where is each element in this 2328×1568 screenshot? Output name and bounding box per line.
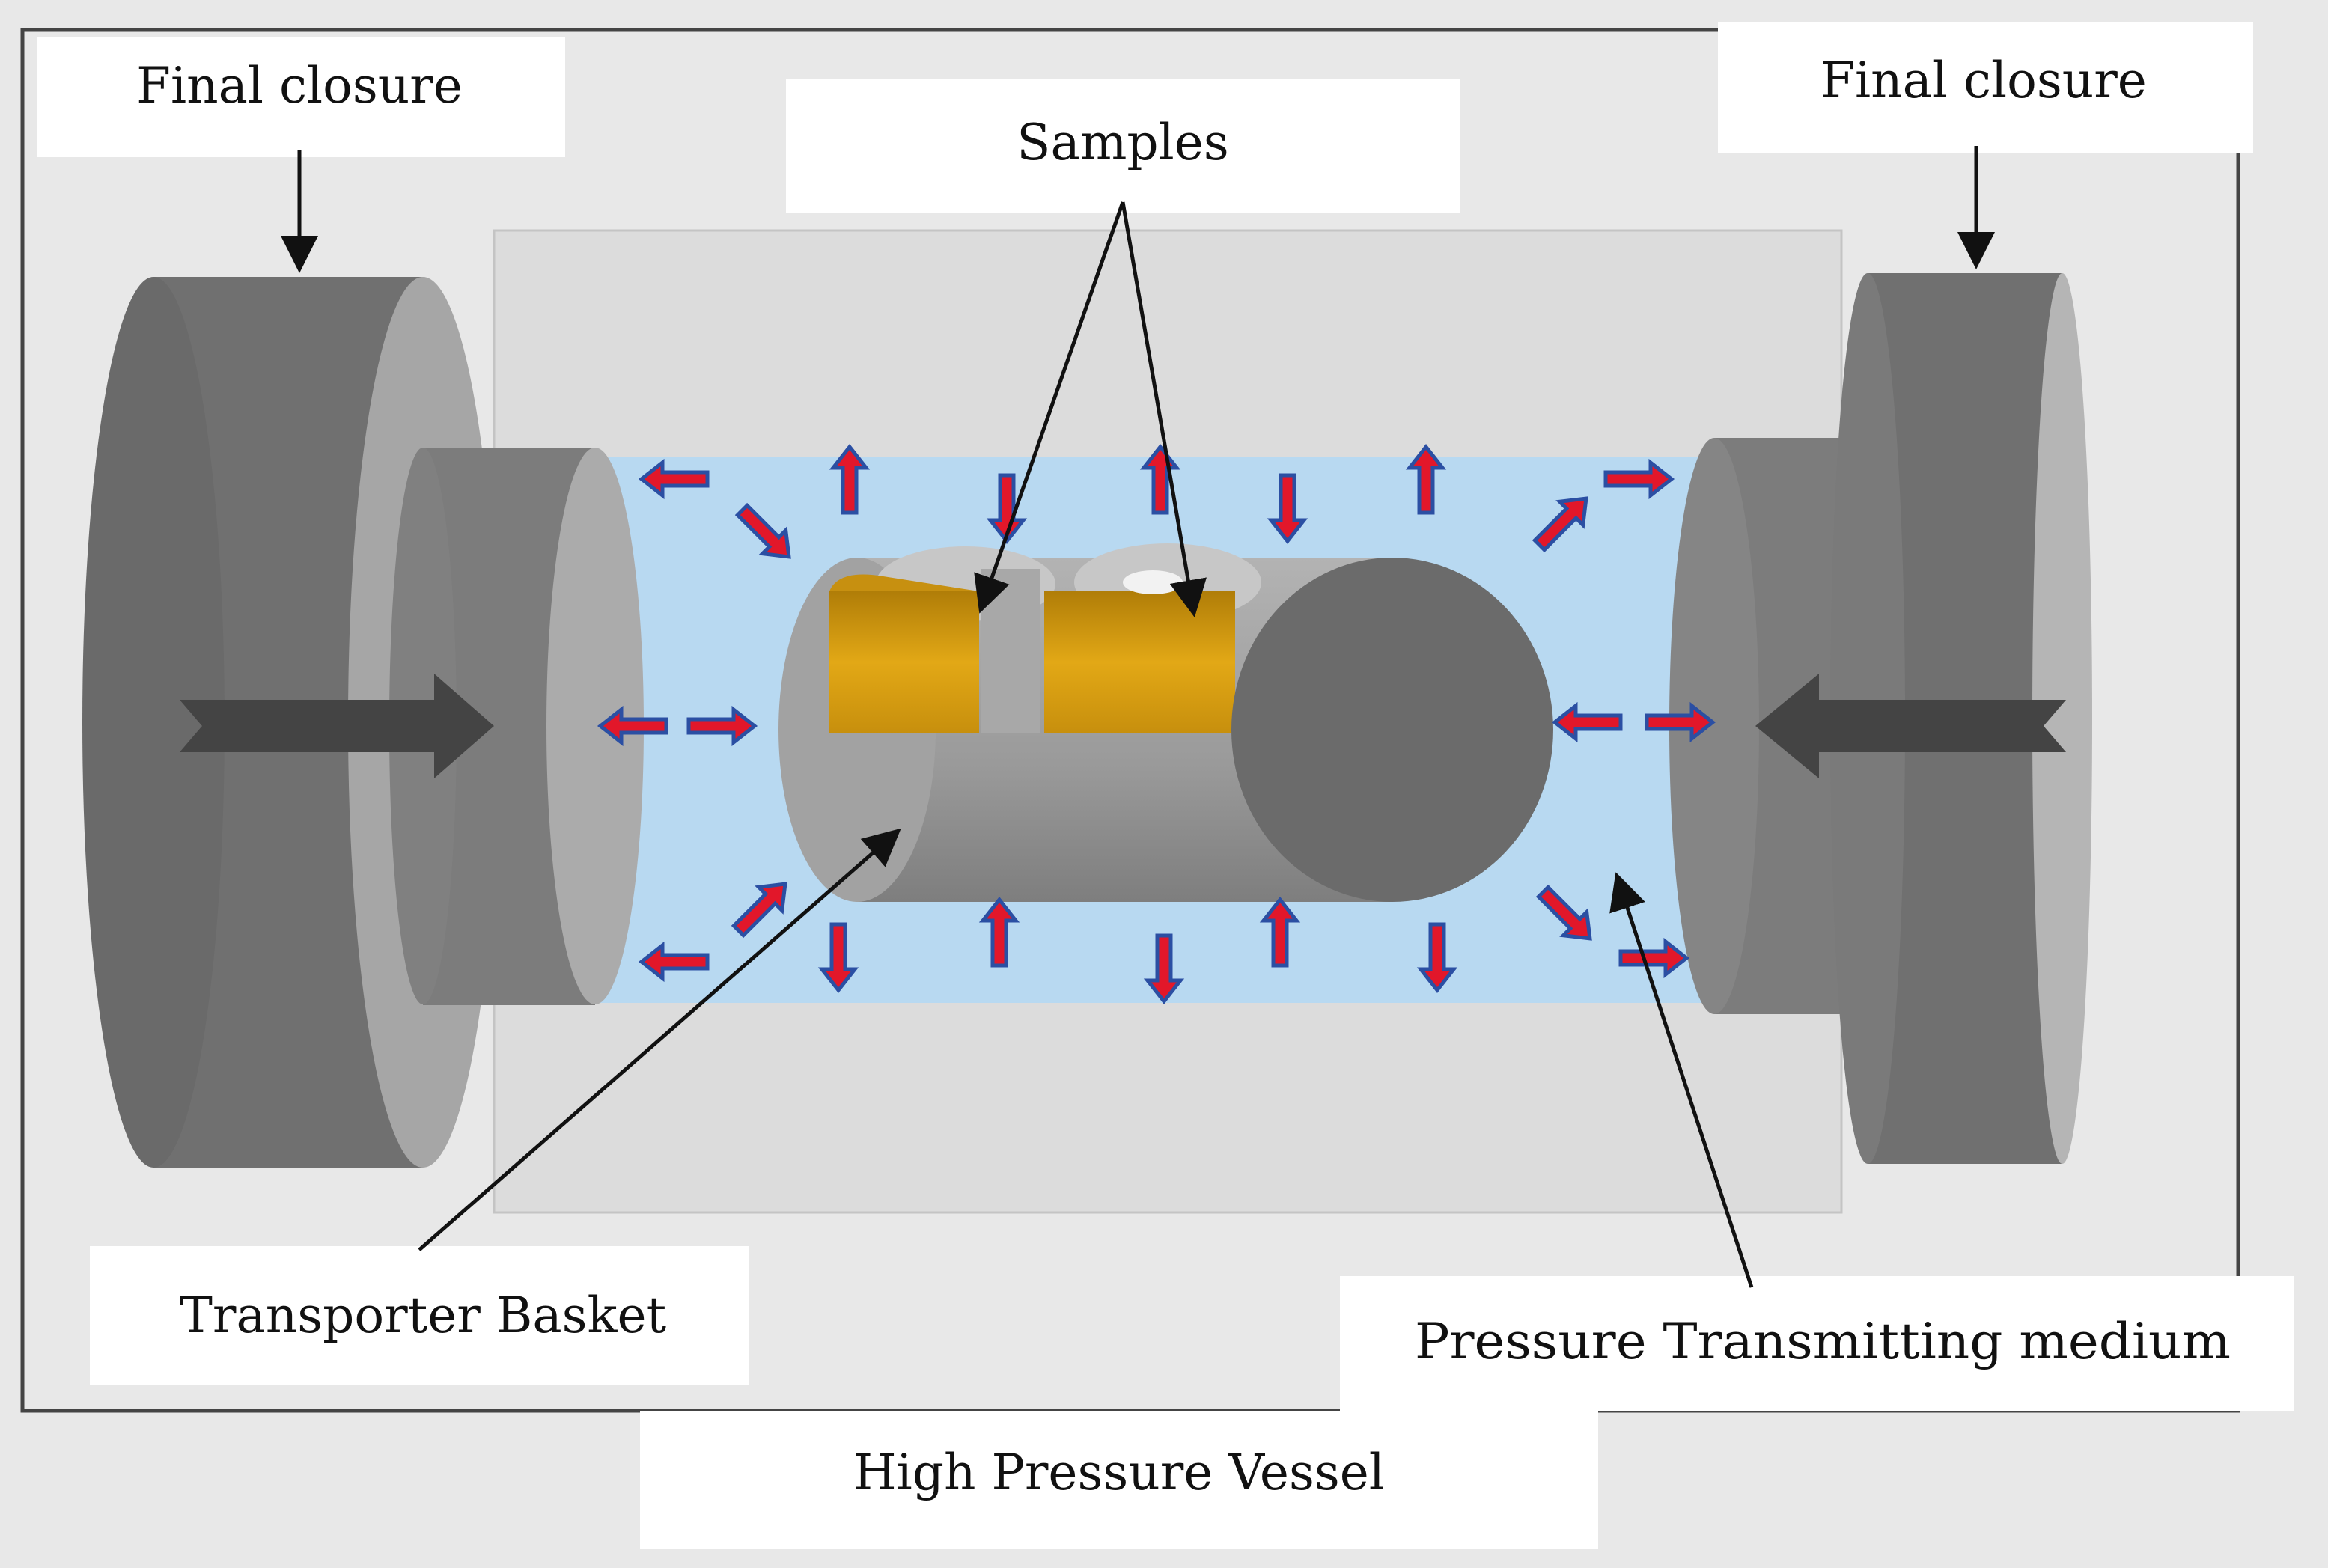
pressure-arrow bbox=[1603, 458, 1675, 500]
pressure-arrow bbox=[686, 705, 758, 747]
pressure-arrow bbox=[734, 502, 791, 559]
label-final-closure-left: Final closure bbox=[136, 57, 463, 115]
pressure-arrow bbox=[1143, 933, 1185, 1005]
pressure-arrow bbox=[638, 458, 710, 500]
pressure-arrow bbox=[1405, 443, 1447, 515]
label-box-pressure-medium bbox=[1340, 1276, 2294, 1411]
pressure-arrow bbox=[986, 473, 1028, 545]
right-closure-force-arrow bbox=[1755, 674, 2066, 778]
label-final-closure-right: Final closure bbox=[1820, 52, 2147, 109]
pressure-arrow bbox=[1618, 937, 1690, 979]
pressure-arrow bbox=[638, 941, 710, 983]
transporter-basket bbox=[778, 543, 1553, 902]
label-vessel: High Pressure Vessel bbox=[853, 1444, 1385, 1501]
right-final-closure bbox=[1669, 273, 2092, 1164]
leader-samples-1 bbox=[974, 201, 1125, 614]
pressure-arrow bbox=[597, 705, 668, 747]
basket-end-cap bbox=[1231, 558, 1553, 902]
pressure-arrow bbox=[731, 882, 787, 939]
pressure-arrows bbox=[597, 443, 1716, 1005]
label-box-final-closure-right bbox=[1718, 22, 2253, 153]
leader-samples-2 bbox=[1121, 201, 1207, 617]
sample-2 bbox=[1044, 591, 1235, 733]
pressure-arrow bbox=[1532, 496, 1588, 553]
left-closure-force-arrow bbox=[180, 674, 494, 778]
pressure-arrow bbox=[978, 896, 1020, 968]
pressure-arrow bbox=[1645, 701, 1716, 743]
label-transporter-basket: Transporter Basket bbox=[180, 1287, 666, 1344]
pressure-arrow bbox=[1267, 473, 1308, 545]
pressure-arrow bbox=[1551, 701, 1623, 743]
label-pressure-medium: Pressure Transmitting medium bbox=[1415, 1313, 2231, 1370]
pressure-arrow bbox=[1535, 884, 1592, 941]
pressure-arrow bbox=[829, 443, 871, 515]
leader-pressure-medium bbox=[1609, 872, 1754, 1288]
leader-transporter-basket bbox=[418, 828, 901, 1251]
label-box-samples bbox=[786, 79, 1460, 213]
pressure-arrow bbox=[817, 922, 859, 994]
pressure-arrow bbox=[1259, 896, 1301, 968]
label-samples: Samples bbox=[1017, 114, 1228, 171]
pressure-arrow bbox=[1416, 922, 1458, 994]
left-final-closure bbox=[82, 277, 644, 1168]
sample-1 bbox=[829, 591, 979, 733]
label-box-final-closure-left bbox=[37, 37, 565, 157]
label-box-vessel bbox=[640, 1411, 1598, 1549]
label-box-transporter-basket bbox=[90, 1246, 749, 1385]
